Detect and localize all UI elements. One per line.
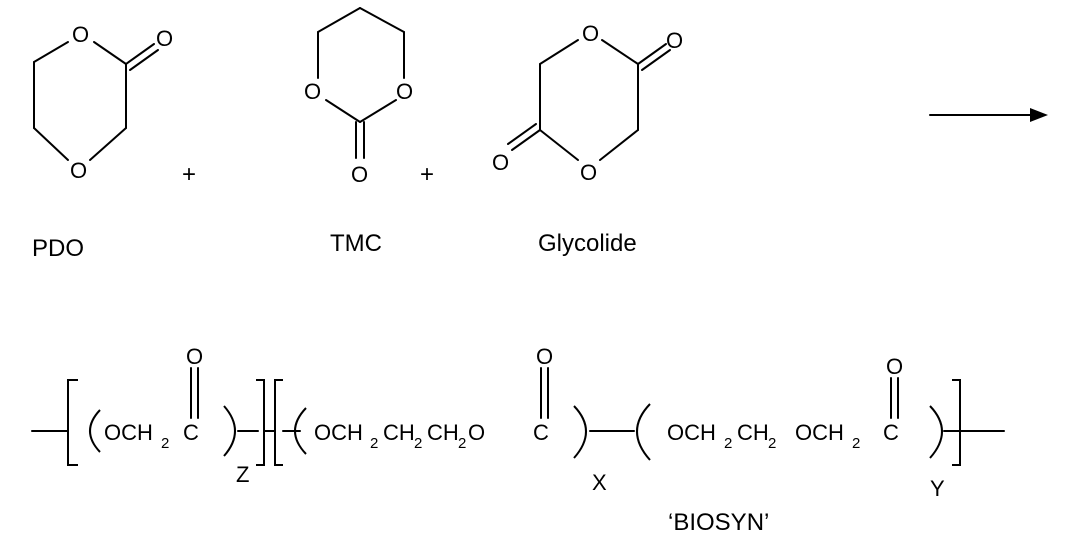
biosyn-label: ‘BIOSYN’	[668, 509, 769, 536]
unit-x-carbonyl-c: C	[533, 420, 549, 445]
glycolide-ring-oxygen-top: O	[582, 21, 599, 46]
unit-y-och-2: OCH	[795, 420, 844, 445]
pdo-ring-oxygen-bottom: O	[70, 158, 87, 183]
unit-y-paren-right	[929, 405, 943, 459]
glycolide-carbonyl-oxygen-top: O	[666, 28, 683, 53]
unit-z-paren-left	[89, 409, 101, 453]
tmc-ring-oxygen-right: O	[396, 79, 413, 104]
unit-y-subscript-2: 2	[768, 435, 776, 452]
tmc-label: TMC	[330, 230, 382, 257]
unit-z-carbonyl-o: O	[186, 344, 203, 369]
unit-y-carbonyl-o: O	[886, 354, 903, 379]
unit-y-paren-left	[636, 403, 651, 461]
plus-sign: +	[182, 161, 196, 188]
glycolide-carbonyl-bond	[637, 43, 667, 65]
pdo-ring-oxygen-top: O	[72, 22, 89, 47]
unit-y-index: Y	[930, 476, 945, 501]
biosyn-structure: OCH 2 C O Z OCH 2 CH 2 CH 2 O C O X OCH …	[31, 344, 1005, 501]
inner-bracket-x-left	[274, 379, 283, 466]
unit-x-index: X	[592, 470, 607, 495]
unit-x-subscript-1: 2	[370, 435, 378, 452]
inner-bracket-z-right	[256, 379, 265, 466]
unit-z-och: OCH	[104, 420, 153, 445]
pdo-structure: O O O	[33, 22, 173, 183]
glycolide-bond	[539, 39, 579, 65]
glycolide-bond	[539, 129, 579, 161]
outer-bracket-left	[67, 379, 78, 466]
plus-sign: +	[420, 161, 434, 188]
unit-y-ch: CH	[737, 420, 769, 445]
unit-y-och-1: OCH	[667, 420, 716, 445]
glycolide-carbonyl-bond	[511, 129, 541, 151]
pdo-carbonyl-bond	[125, 43, 155, 65]
unit-x-och: OCH	[314, 420, 363, 445]
unit-x-subscript-2: 2	[414, 435, 422, 452]
unit-x-paren-right	[573, 405, 587, 459]
glycolide-carbonyl-bond	[641, 49, 671, 71]
unit-x-ch-2: CH	[427, 420, 459, 445]
unit-x-subscript-3: 2	[458, 435, 466, 452]
unit-z-carbonyl-c: C	[183, 420, 199, 445]
unit-y-subscript-1: 2	[724, 435, 732, 452]
tmc-bond	[317, 7, 361, 33]
unit-x-ch-1: CH	[383, 420, 415, 445]
unit-y-carbonyl-c: C	[883, 420, 899, 445]
unit-x-carbonyl-o: O	[536, 344, 553, 369]
tmc-carbonyl-oxygen: O	[351, 162, 368, 187]
unit-z-index: Z	[236, 462, 249, 487]
glycolide-bond	[599, 129, 639, 161]
pdo-carbonyl-oxygen: O	[156, 26, 173, 51]
tmc-structure: O O O	[304, 7, 413, 187]
pdo-bond	[93, 41, 127, 65]
glycolide-carbonyl-oxygen-bottom: O	[492, 150, 509, 175]
glycolide-structure: O O O O	[492, 21, 683, 185]
pdo-bond	[33, 127, 69, 161]
glycolide-ring-oxygen-bottom: O	[580, 160, 597, 185]
unit-y-subscript-3: 2	[852, 435, 860, 452]
outer-bracket-right	[952, 379, 961, 466]
pdo-bond	[33, 41, 69, 63]
tmc-bond	[359, 99, 397, 123]
reaction-arrow-icon	[929, 108, 1048, 122]
pdo-carbonyl-bond	[129, 49, 159, 71]
unit-z-paren-right	[223, 405, 236, 457]
pdo-label: PDO	[32, 235, 84, 262]
unit-x-o: O	[468, 420, 485, 445]
tmc-bond	[359, 7, 405, 33]
glycolide-label: Glycolide	[538, 230, 637, 257]
glycolide-bond	[601, 39, 639, 65]
unit-z-subscript: 2	[161, 435, 169, 452]
pdo-bond	[89, 127, 127, 161]
glycolide-carbonyl-bond	[507, 123, 537, 145]
tmc-bond	[325, 99, 361, 123]
tmc-ring-oxygen-left: O	[304, 79, 321, 104]
